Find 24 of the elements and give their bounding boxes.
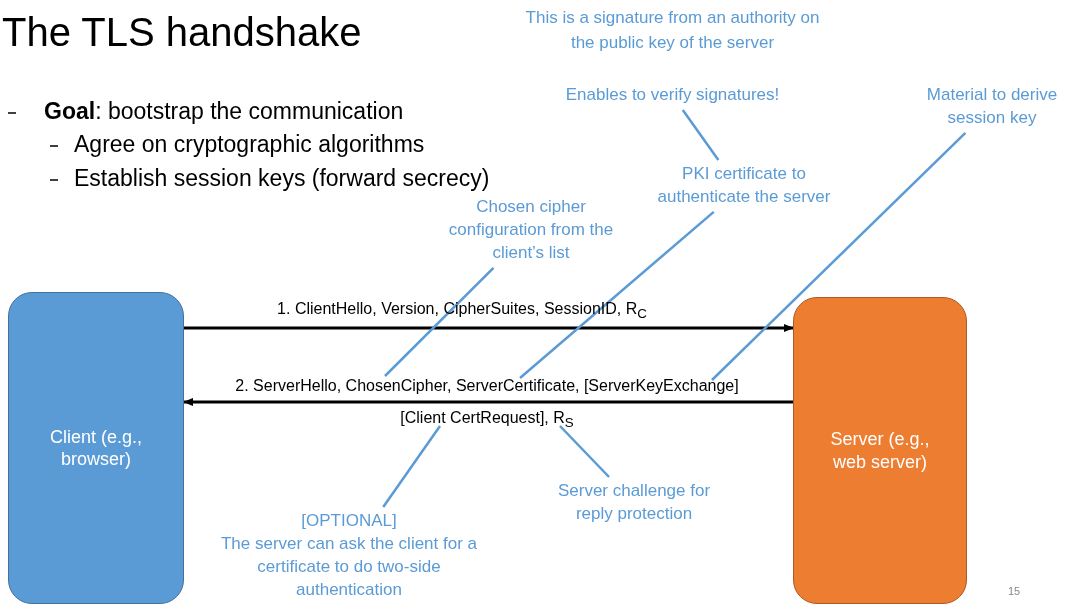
annotation-text: Chosen cipher configuration from the client’s list bbox=[436, 196, 626, 265]
edge-label: 2. ServerHello, ChosenCipher, ServerCertificate, [ServerKeyExchange] [Client CertRequest], R$_{S}$ bbox=[234, 376, 740, 433]
annotation-heading: [OPTIONAL] bbox=[300, 510, 398, 532]
annotation-text: Enables to verify signatures! bbox=[540, 84, 805, 107]
bullet-text: Goal: bootstrap the communication bbox=[44, 98, 404, 125]
message-arrow bbox=[184, 324, 794, 332]
annotation-text: The server can ask the client for a certificate to do two-side authentication bbox=[220, 532, 478, 601]
annotation-text: PKI certificate to authenticate the server bbox=[636, 163, 852, 209]
annotation-text: Material to derive session key bbox=[906, 84, 1078, 130]
bullet-text: Establish session keys (forward secrecy) bbox=[74, 165, 490, 192]
leader-line bbox=[519, 210, 715, 379]
leader-line bbox=[382, 425, 442, 508]
bullet-text: Agree on cryptographic algorithms bbox=[74, 131, 425, 158]
leader-line bbox=[681, 109, 720, 161]
leader-line bbox=[559, 425, 610, 478]
annotation-text: This is a signature from an authority on the public key of the server bbox=[524, 7, 821, 54]
slide-title: The TLS handshake bbox=[2, 10, 362, 55]
server-box: Server (e.g., web server) bbox=[793, 297, 967, 604]
client-box: Client (e.g., browser) bbox=[8, 292, 184, 604]
annotation-text: Server challenge for reply protection bbox=[545, 480, 723, 526]
page-number: 15 bbox=[1008, 585, 1021, 597]
message-arrow bbox=[183, 398, 793, 406]
leader-line bbox=[711, 132, 967, 381]
leader-line bbox=[384, 266, 495, 377]
